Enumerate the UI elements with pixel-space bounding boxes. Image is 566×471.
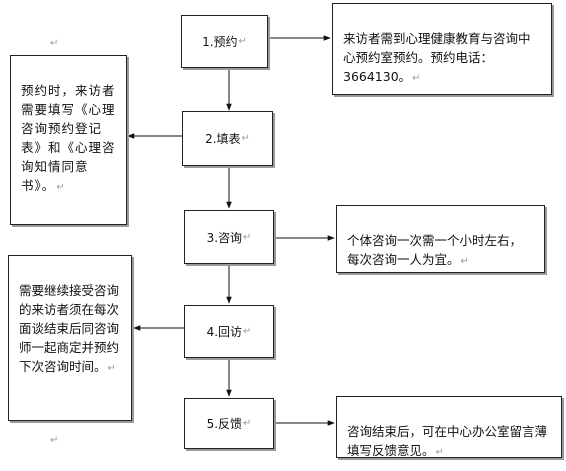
step-4-box: 4.回访↵ (184, 305, 274, 358)
step-5-box: 5.反馈↵ (184, 398, 274, 449)
step-1-label: 1.预约 (202, 35, 238, 49)
note-followup: 需要继续接受咨询的来访者须在每次面谈结束后同咨询师一起商定并预约下次咨询时间。↵ (8, 255, 132, 421)
step-3-label: 3.咨询 (206, 230, 243, 245)
note-feedback: 咨询结束后，可在中心办公室留言薄填写反馈意见。↵ (336, 396, 562, 458)
note-form: 预约时，来访者需要填写《心理咨询预约登记表》和《心理咨询知情同意书》。↵ (10, 55, 127, 225)
step-2-box: 2.填表↵ (182, 111, 273, 166)
note-consult: 个体咨询一次需一个小时左右，每次咨询一人为宜。↵ (336, 205, 545, 273)
step-2-label: 2.填表 (205, 132, 241, 146)
step-4-label: 4.回访 (206, 325, 243, 339)
step-3-box: 3.咨询↵ (184, 210, 274, 264)
step-1-box: 1.预约↵ (181, 15, 268, 68)
paragraph-mark: ↵ (50, 435, 59, 446)
paragraph-mark: ↵ (50, 38, 59, 49)
note-appointment: 来访者需到心理健康教育与咨询中心预约室预约。预约电话：3664130。↵ (332, 3, 552, 95)
step-5-label: 5.反馈 (206, 417, 243, 431)
